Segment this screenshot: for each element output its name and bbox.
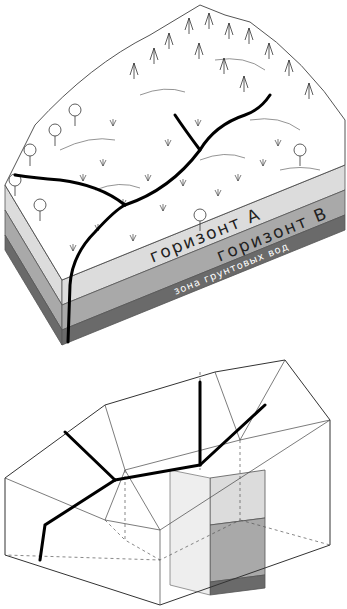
prism-side xyxy=(170,470,210,595)
deciduous-trees xyxy=(9,104,306,231)
terrain-surface xyxy=(5,5,345,280)
river xyxy=(15,95,270,342)
conifer-trees xyxy=(130,13,313,99)
hidden-edges xyxy=(5,372,330,560)
relief-lines xyxy=(60,59,320,190)
prism-b xyxy=(210,518,265,582)
stream-network xyxy=(40,382,265,560)
block-outline xyxy=(5,360,330,605)
wire-edges xyxy=(5,360,330,605)
prism-a xyxy=(210,470,265,525)
grass-tufts xyxy=(70,119,281,251)
